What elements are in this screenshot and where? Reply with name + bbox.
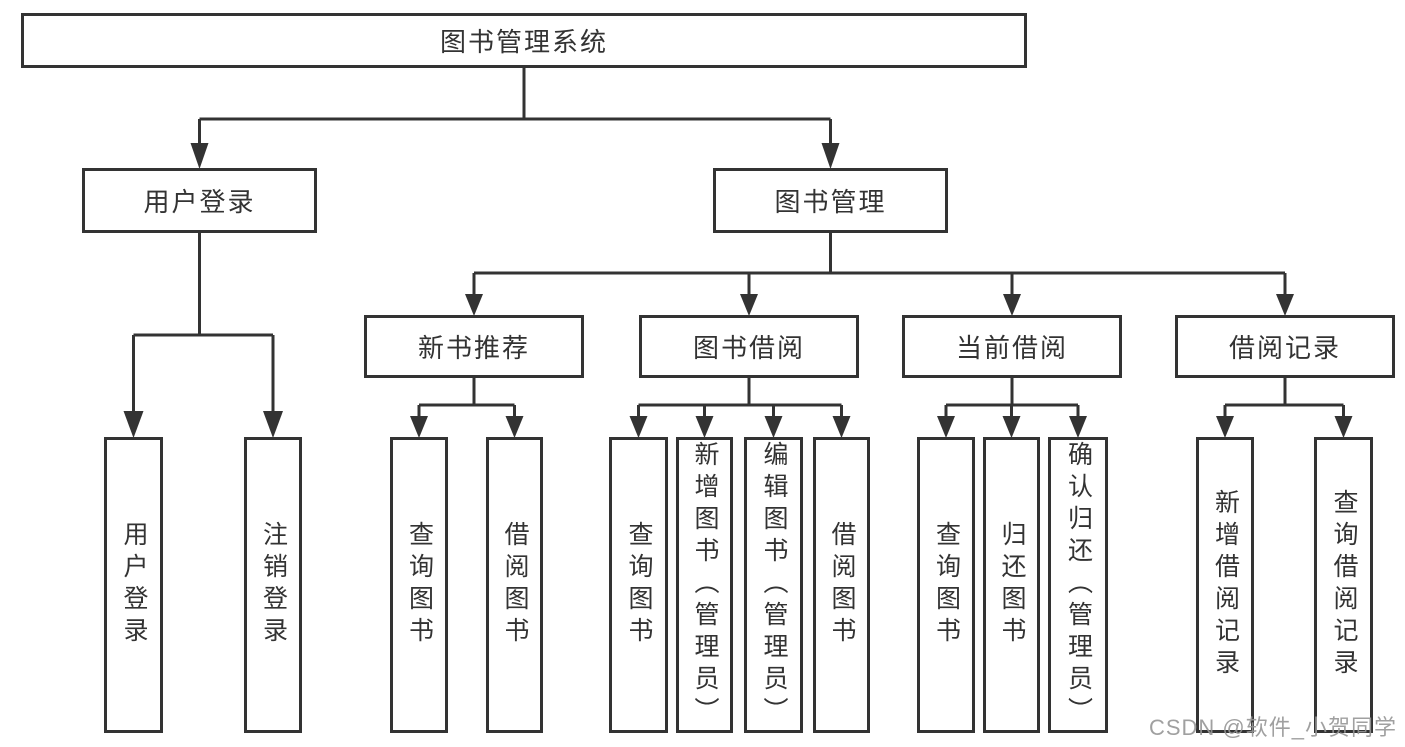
node-borrowing-records: 借阅记录 xyxy=(1175,315,1395,378)
connector-book-management-to-level3 xyxy=(472,233,1287,296)
connector-new-book-recommendation-to-leaves xyxy=(417,378,516,419)
arrowhead xyxy=(832,416,851,438)
node-label: 编辑图书（管理员） xyxy=(760,441,788,729)
connector-root-to-level2 xyxy=(198,68,832,146)
arrowhead xyxy=(695,416,714,438)
arrowhead xyxy=(1069,416,1087,438)
arrowhead xyxy=(629,416,648,438)
arrowhead xyxy=(1003,294,1021,316)
node-label: 确认归还（管理员） xyxy=(1064,441,1093,729)
node-label: 借阅图书 xyxy=(501,521,529,649)
arrowhead xyxy=(1216,416,1234,438)
node-label: 查询图书 xyxy=(625,521,653,649)
node-label: 查询图书 xyxy=(405,521,434,649)
node-leaf-query-borrow-record: 查询借阅记录 xyxy=(1314,437,1373,733)
node-label: 新书推荐 xyxy=(417,333,530,363)
node-leaf-borrow-books-borrowing: 借阅图书 xyxy=(813,437,870,733)
node-leaf-query-books-borrowing: 查询图书 xyxy=(609,437,668,733)
node-leaf-confirm-return-admin: 确认归还（管理员） xyxy=(1048,437,1108,733)
node-label: 查询图书 xyxy=(932,521,961,649)
connector-current-borrowing-to-leaves xyxy=(944,378,1080,419)
arrowhead xyxy=(263,411,283,438)
node-label: 新增图书（管理员） xyxy=(691,441,719,729)
arrowhead xyxy=(937,416,955,438)
arrowhead xyxy=(1334,416,1353,438)
node-user-login: 用户登录 xyxy=(82,168,317,233)
node-label: 图书管理系统 xyxy=(439,27,608,57)
arrowhead-group xyxy=(123,143,1353,438)
node-leaf-add-borrow-record: 新增借阅记录 xyxy=(1196,437,1254,733)
arrowhead xyxy=(1276,294,1294,316)
connector-book-borrowing-to-leaves xyxy=(637,378,843,419)
node-current-borrowing: 当前借阅 xyxy=(902,315,1122,378)
node-label: 图书管理 xyxy=(774,187,887,217)
node-leaf-query-books-recommend: 查询图书 xyxy=(390,437,448,733)
csdn-watermark: CSDN @软件_小贺同学 xyxy=(1148,715,1397,740)
node-leaf-add-books-admin: 新增图书（管理员） xyxy=(676,437,733,733)
connector-user-login-to-leaves xyxy=(132,233,275,414)
node-leaf-borrow-books-recommend: 借阅图书 xyxy=(486,437,543,733)
node-library-management-system: 图书管理系统 xyxy=(21,13,1027,68)
node-label: 注销登录 xyxy=(259,521,288,649)
node-label: 当前借阅 xyxy=(955,333,1068,363)
node-label: 新增借阅记录 xyxy=(1211,489,1240,681)
node-label: 图书借阅 xyxy=(692,333,805,363)
arrowhead xyxy=(740,294,758,316)
node-book-management: 图书管理 xyxy=(713,168,948,233)
node-leaf-user-login: 用户登录 xyxy=(104,437,163,733)
arrowhead xyxy=(821,143,840,169)
arrowhead xyxy=(123,411,144,438)
connector-borrowing-records-to-leaves xyxy=(1223,378,1345,419)
arrowhead xyxy=(190,143,209,169)
node-label: 借阅记录 xyxy=(1228,333,1341,363)
node-label: 借阅图书 xyxy=(828,521,856,649)
node-leaf-query-books-current: 查询图书 xyxy=(917,437,975,733)
arrowhead xyxy=(465,294,483,316)
node-new-book-recommendation: 新书推荐 xyxy=(364,315,584,378)
arrowhead xyxy=(764,416,783,438)
node-leaf-edit-books-admin: 编辑图书（管理员） xyxy=(744,437,803,733)
arrowhead xyxy=(410,416,428,438)
node-label: 查询借阅记录 xyxy=(1330,489,1358,681)
node-label: 归还图书 xyxy=(998,521,1026,649)
node-leaf-logout: 注销登录 xyxy=(244,437,302,733)
arrowhead xyxy=(1002,416,1021,438)
node-label: 用户登录 xyxy=(120,521,148,649)
node-book-borrowing: 图书借阅 xyxy=(639,315,859,378)
node-label: 用户登录 xyxy=(143,187,256,217)
node-leaf-return-books: 归还图书 xyxy=(983,437,1040,733)
arrowhead xyxy=(505,416,524,438)
